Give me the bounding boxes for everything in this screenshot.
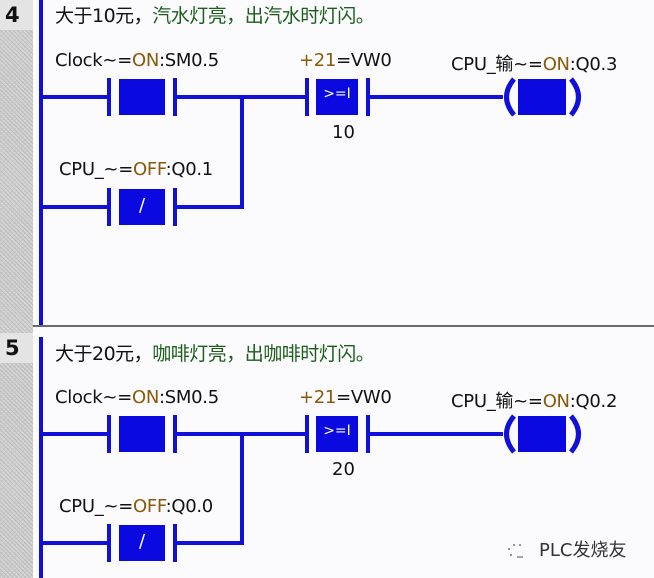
coil-label[interactable]: CPU_输~=ON:Q0.2 <box>451 391 618 412</box>
contact-normally-open <box>107 415 177 453</box>
ladder-diagram <box>39 0 581 325</box>
compare-label[interactable]: +21=VW0 <box>299 387 392 408</box>
compare-operator: >=I <box>323 423 351 439</box>
nc-contact-slash: / <box>138 531 146 552</box>
contact-normally-closed <box>107 524 177 562</box>
network-number-4[interactable]: 4 <box>0 0 33 30</box>
nc-contact-slash: / <box>138 195 146 216</box>
power-rail <box>39 337 43 578</box>
contact-label[interactable]: CPU_~=OFF:Q0.0 <box>59 496 213 517</box>
wechat-icon <box>505 541 531 561</box>
network-comment[interactable]: 大于20元，咖啡灯亮，出咖啡时灯闪。 <box>55 343 375 365</box>
network-separator <box>33 325 654 327</box>
compare-block <box>305 78 370 116</box>
network-comment[interactable]: 大于10元，汽水灯亮，出汽水时灯闪。 <box>55 5 375 27</box>
contact-label[interactable]: CPU_~=OFF:Q0.1 <box>59 159 213 180</box>
contact-label[interactable]: Clock~=ON:SM0.5 <box>55 387 219 408</box>
output-coil <box>504 414 581 454</box>
ladder-diagram <box>39 337 581 578</box>
contact-normally-open <box>107 78 177 116</box>
network-4[interactable]: 大于10元，汽水灯亮，出汽水时灯闪。 <box>33 0 654 325</box>
compare-label[interactable]: +21=VW0 <box>299 50 392 71</box>
output-coil <box>504 77 581 117</box>
power-rail <box>39 0 43 325</box>
compare-value[interactable]: 10 <box>332 122 355 143</box>
network-gutter <box>0 0 33 578</box>
contact-normally-closed <box>107 188 177 226</box>
network-5[interactable]: 大于20元，咖啡灯亮，出咖啡时灯闪。 Cloc <box>33 333 654 578</box>
compare-block <box>305 415 370 453</box>
coil-label[interactable]: CPU_输~=ON:Q0.3 <box>451 54 618 75</box>
watermark: PLC发烧友 <box>505 536 626 562</box>
contact-label[interactable]: Clock~=ON:SM0.5 <box>55 50 219 71</box>
network-number-5[interactable]: 5 <box>0 333 33 363</box>
compare-value[interactable]: 20 <box>332 459 355 480</box>
compare-operator: >=I <box>323 86 351 102</box>
